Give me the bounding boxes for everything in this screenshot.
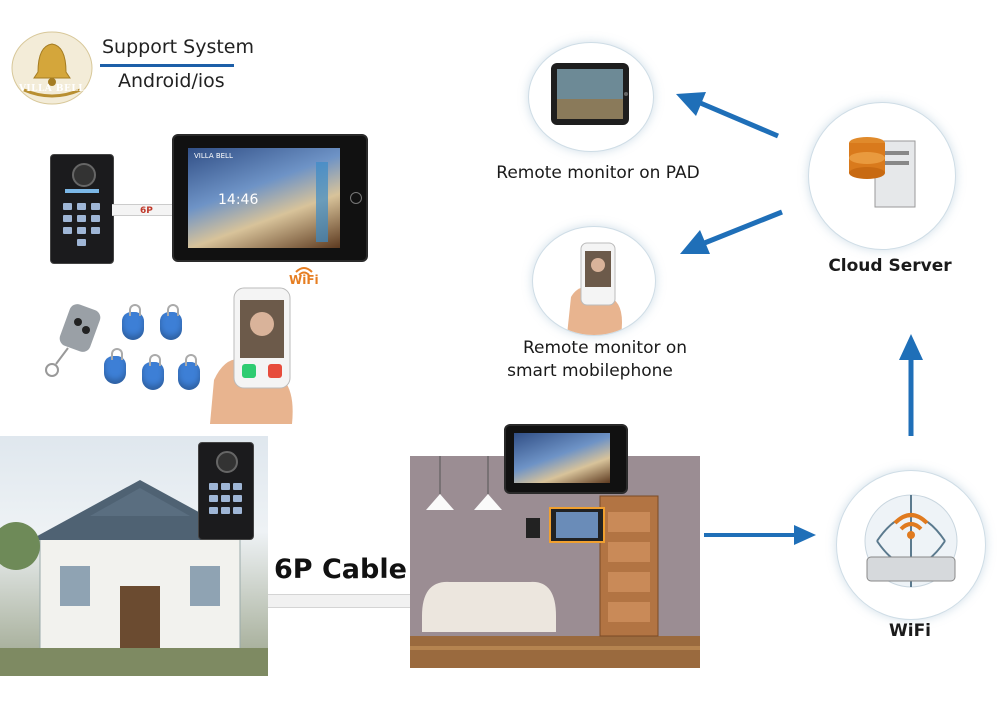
wifi-label-small: WiFi	[289, 273, 319, 287]
outdoor-unit-top	[50, 154, 114, 264]
cable-connector	[112, 204, 176, 216]
outdoor-unit-bottom	[198, 442, 254, 540]
hand-holding-phone	[206, 284, 306, 424]
monitor-screen: VILLA BELL 14:46	[188, 148, 340, 248]
phone-circle	[532, 226, 656, 336]
cloud-server-label: Cloud Server	[828, 256, 952, 276]
cloud-server-circle	[808, 102, 956, 250]
remote-key-fob	[42, 302, 102, 378]
indoor-monitor-room	[504, 424, 628, 494]
monitor-time: 14:46	[218, 192, 259, 208]
rfid-tag	[178, 354, 200, 390]
header-subtitle: Android/ios	[118, 70, 225, 92]
indoor-monitor: VILLA BELL 14:46	[172, 134, 368, 262]
arrow-cloud-to-phone	[680, 209, 783, 254]
rfid-tag	[104, 348, 126, 384]
header-title: Support System	[102, 36, 254, 58]
wifi-label: WiFi	[888, 621, 932, 641]
wifi-router-circle	[836, 470, 986, 620]
monitor-brand: VILLA BELL	[194, 152, 233, 160]
phone-label-line1: Remote monitor on	[522, 338, 688, 358]
rfid-tag	[160, 304, 182, 340]
arrow-cloud-to-pad	[676, 92, 779, 139]
arrow-room-to-wifi	[704, 525, 816, 545]
phone-label-line2: smart mobilephone	[507, 361, 673, 381]
rfid-tag	[122, 304, 144, 340]
arrow-wifi-to-cloud	[899, 334, 923, 436]
house-image	[0, 436, 268, 676]
pad-circle	[528, 42, 654, 152]
cable-tag: 6P	[140, 206, 153, 216]
header-divider	[100, 64, 234, 67]
wifi-icon	[286, 262, 322, 282]
rfid-tag	[142, 354, 164, 390]
cable-line	[268, 594, 410, 608]
villa-bell-logo: VILLA BELL	[10, 28, 94, 106]
pad-label: Remote monitor on PAD	[496, 163, 700, 183]
logo-text: VILLA BELL	[18, 84, 86, 94]
cable-label: 6P Cable	[274, 554, 407, 585]
